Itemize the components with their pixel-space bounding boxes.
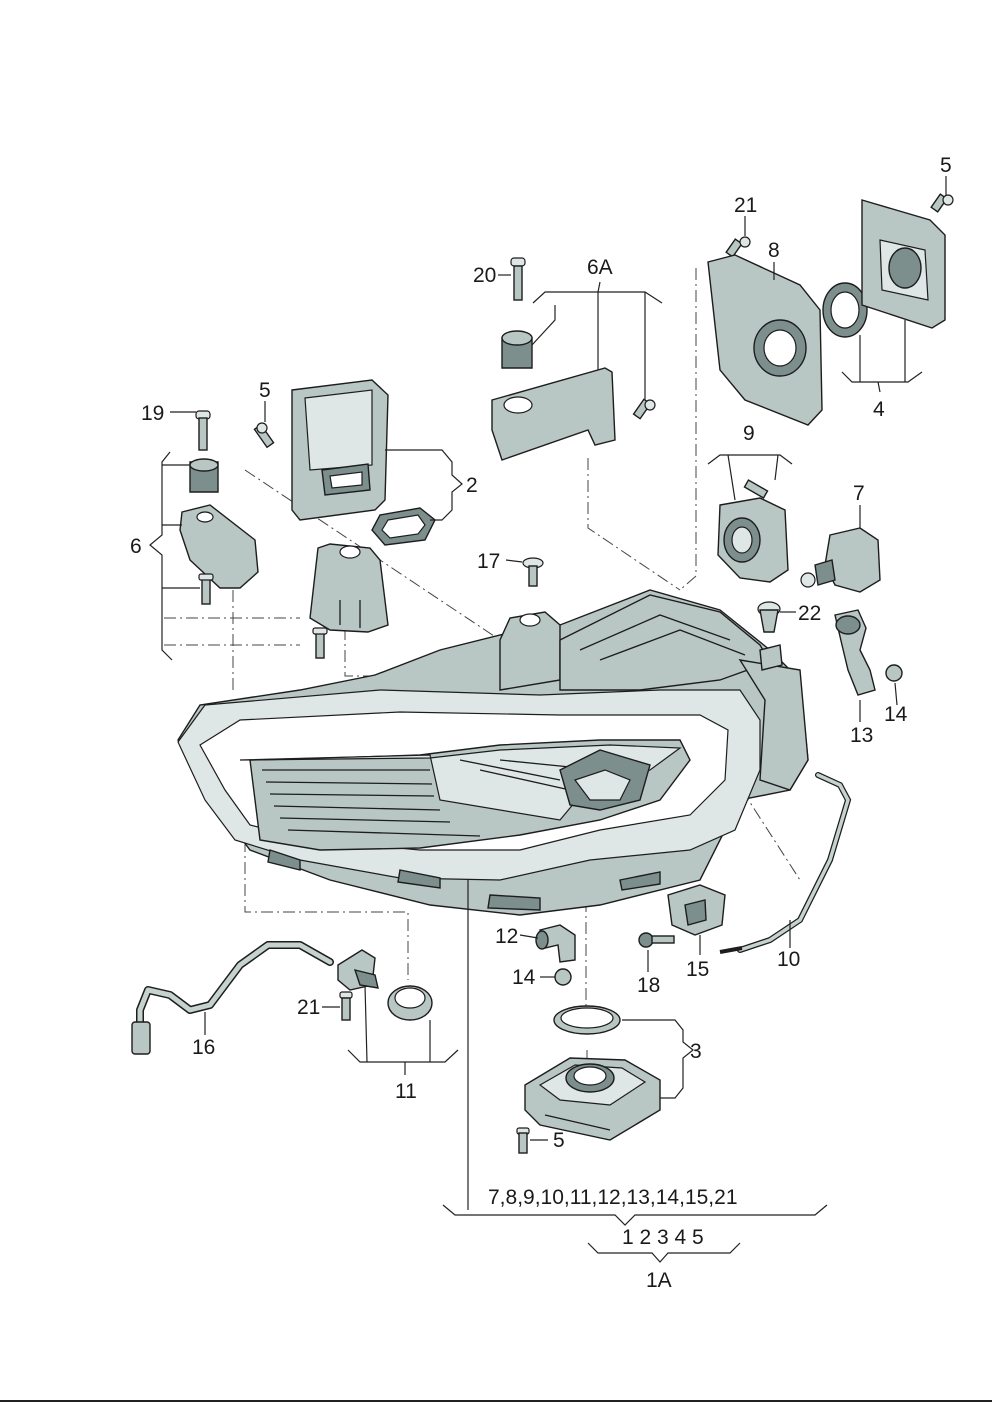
- label-7: 7: [853, 482, 865, 505]
- part-5-screw-top-right: [930, 193, 954, 213]
- headlight-housing: [177, 589, 809, 916]
- label-21-top: 21: [734, 194, 757, 217]
- label-6: 6: [130, 535, 142, 558]
- part-17-screw: [522, 557, 544, 587]
- label-17: 17: [477, 550, 500, 573]
- leader-lines: [149, 176, 947, 1263]
- callout-labels: 5 21 8 20 6A 4 5 19 2 6 9 7 17 22 13 14 …: [130, 154, 952, 1292]
- label-4: 4: [873, 398, 885, 421]
- mounting-bracket-left: [309, 543, 389, 659]
- label-3: 3: [690, 1040, 702, 1063]
- label-list-main: 1 2 3 4 5: [622, 1226, 704, 1249]
- label-20: 20: [473, 264, 496, 287]
- part-15-bracket: [667, 884, 726, 936]
- part-18-screw: [638, 932, 675, 948]
- label-1A: 1A: [646, 1269, 672, 1292]
- label-13: 13: [850, 724, 873, 747]
- part-6-bracket: [179, 458, 259, 605]
- label-10: 10: [777, 948, 800, 971]
- label-9: 9: [743, 422, 755, 445]
- part-2-control-unit: [291, 379, 436, 546]
- label-14-bottom: 14: [512, 966, 536, 989]
- part-21-screw-top: [725, 236, 751, 258]
- part-13-cap: [834, 609, 876, 696]
- label-5-bottom: 5: [553, 1129, 565, 1152]
- label-12: 12: [495, 925, 518, 948]
- label-21-bottom: 21: [297, 996, 320, 1019]
- label-22: 22: [798, 602, 821, 625]
- label-14-right: 14: [884, 703, 908, 726]
- assembly-reference-lines: [164, 268, 801, 1060]
- part-6A-bracket: [491, 330, 656, 461]
- part-12-elbow: [535, 924, 576, 963]
- label-18: 18: [637, 974, 660, 997]
- part-14-plug-bottom: [554, 968, 572, 986]
- part-14-plug-right: [885, 664, 903, 682]
- label-5-top-right: 5: [940, 154, 952, 177]
- part-9-socket: [717, 479, 789, 583]
- part-5-screw-bottom: [516, 1127, 530, 1154]
- label-5-left: 5: [259, 379, 271, 402]
- part-11-holder-and-ring: [337, 949, 433, 1021]
- label-2: 2: [466, 474, 478, 497]
- part-5-screw-left: [253, 422, 275, 449]
- part-16-wiring: [131, 941, 334, 1055]
- label-11: 11: [395, 1080, 417, 1103]
- label-list-contents: 7,8,9,10,11,12,13,14,15,21: [488, 1186, 738, 1209]
- part-22-clip: [757, 601, 781, 633]
- part-21-screw-bottom: [339, 991, 353, 1021]
- part-10-cable: [719, 772, 852, 954]
- part-8-cover: [707, 254, 823, 426]
- part-4-seal-and-module: [822, 199, 946, 338]
- part-3-ballast: [524, 1005, 661, 1141]
- label-6A: 6A: [587, 256, 613, 279]
- label-19: 19: [141, 402, 164, 425]
- label-15: 15: [686, 958, 709, 981]
- part-20-screw: [510, 257, 526, 301]
- label-16: 16: [192, 1036, 215, 1059]
- label-8: 8: [768, 239, 780, 262]
- part-19-screw: [195, 410, 211, 451]
- part-7-bulb: [800, 527, 881, 593]
